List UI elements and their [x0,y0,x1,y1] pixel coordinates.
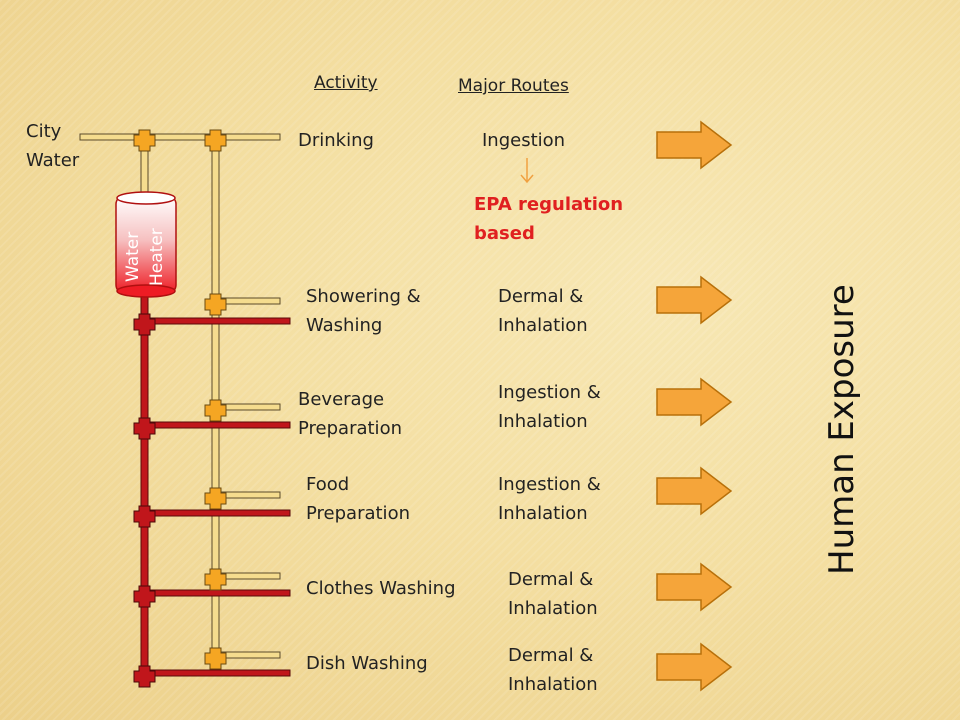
activity-dish: Dish Washing [306,653,428,674]
route-drinking: Ingestion [482,130,566,151]
activity-drinking: Drinking [298,130,374,151]
route-showering: Dermal &Inhalation [498,286,588,336]
activity-showering: Showering &Washing [306,286,421,336]
cold-pipe-joints [133,129,227,670]
route-dish: Dermal &Inhalation [508,645,598,695]
water-heater-label: Water Heater [123,228,167,286]
activity-clothes: Clothes Washing [306,578,456,599]
hot-pipe-joints [133,313,156,688]
cold-supply-pipes [79,133,281,659]
exposure-arrow-icon [656,120,733,170]
route-clothes: Dermal &Inhalation [508,569,598,619]
exposure-arrow-icon [656,377,733,427]
exposure-arrow-icon [656,642,733,692]
human-exposure-label: Human Exposure [822,284,862,575]
exposure-arrow-icon [656,466,733,516]
city-water-label: City Water [26,121,80,171]
exposure-arrow-icon [656,275,733,325]
exposure-arrow-icon [656,562,733,612]
water-heater-tank [115,191,177,298]
routes-header: Major Routes [458,76,569,96]
route-food: Ingestion &Inhalation [498,474,601,524]
route-beverage: Ingestion &Inhalation [498,382,601,432]
down-arrow-icon [520,158,534,184]
activity-header: Activity [314,73,378,93]
